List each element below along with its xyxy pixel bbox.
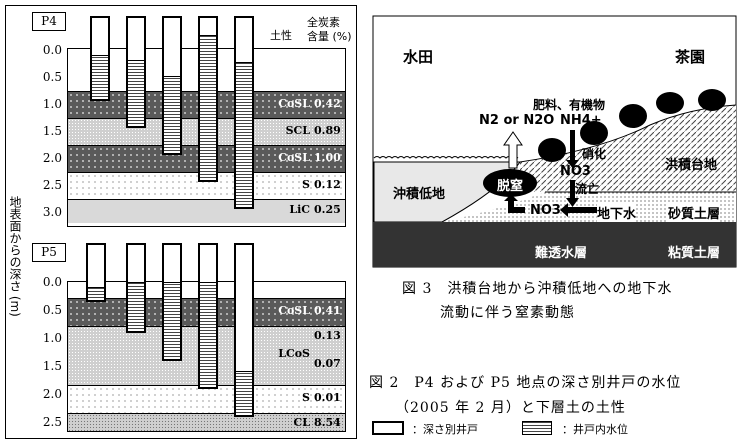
carbon-value: 0.89 [314,123,341,137]
carbon-value: 1.00 [314,150,341,164]
volatilization-arrow-icon [503,131,523,169]
carbon-header-1: 全炭素 [307,16,340,29]
label-paddy: 水田 [403,48,434,66]
y-axis-label: 地表面からの深さ (m) [8,196,22,317]
label-groundwater: 地下水 [597,203,637,222]
label-sand: 砂質土層 [668,203,721,222]
texture-header: 土性 [270,29,292,42]
legend-water-swatch [522,421,552,435]
soil-texture-label: CL [293,415,311,429]
y-tick-label: 0.0 [42,275,62,289]
observation-well [162,243,182,362]
well-water-level [128,59,144,126]
figure3-diagram [372,15,737,268]
carbon-header-2: 含量 (%) [307,30,352,43]
observation-well [198,243,218,390]
soil-texture-label: S [302,390,310,404]
panel-tag: P4 [32,12,66,31]
observation-well [162,16,182,155]
well-water-level [200,35,216,180]
observation-well [198,16,218,182]
y-tick-label: 1.5 [42,359,62,373]
carbon-value: 0.13 [314,329,341,342]
carbon-value: 0.01 [314,390,341,404]
label-nh4: NH4+ [560,113,602,128]
leaching-arrow-icon [566,180,579,207]
carbon-value: 0.41 [314,303,341,317]
label-denitrification: 脱窒 [497,179,524,194]
label-n2: N2 or N2O [479,113,555,128]
well-water-level [236,62,252,207]
water-surface [373,156,519,159]
soil-texture-label: SCL [285,123,310,137]
well-water-level [164,281,180,360]
carbon-value: 8.54 [314,415,341,429]
well-water-level [236,371,252,416]
y-tick-label: 1.0 [42,331,62,345]
label-lowland: 沖積低地 [393,187,446,202]
y-tick-label: 2.0 [42,387,62,401]
no3-return-arrow-icon [504,194,525,213]
observation-well [234,16,254,209]
label-terrace: 洪積台地 [665,158,718,173]
well-water-level [200,281,216,388]
label-tea: 茶園 [675,48,706,66]
soil-texture-label: CoSL [278,150,310,164]
y-tick-label: 0.5 [42,303,62,317]
label-no3_b: NO3 [530,203,561,218]
y-tick-label: 2.0 [42,151,62,165]
label-fertilizer: 肥料、有機物 [533,98,606,112]
well-water-level [164,75,180,153]
terrace-region [520,105,736,192]
label-nitrification: 硝化 [582,147,607,161]
well-water-level [88,287,104,301]
soil-texture-label: LCoS [278,347,310,361]
figure2-caption-1: 図 2 P4 および P5 地点の深さ別井戸の水位 [369,375,682,391]
figure3-caption-1: 図 3 洪積台地から沖積低地への地下水 [402,281,673,297]
observation-well [90,16,110,101]
soil-texture-label: S [302,177,310,191]
aquitard-layer [373,222,736,267]
tea-bush-icons [538,89,726,162]
soil-texture-label: CoSL [278,96,310,110]
observation-well [126,243,146,334]
soil-texture-label: CoSL [278,303,310,317]
nitrification-arrow-icon [566,130,579,168]
groundwater-arrow-icon [560,203,598,217]
well-water-level [128,281,144,332]
panel-tag: P5 [32,243,66,262]
carbon-value: 0.42 [314,96,341,110]
figure3-caption-2: 流動に伴う窒素動態 [440,305,575,321]
y-tick-label: 0.5 [42,70,62,84]
figure2-caption-2: （2005 年 2 月）と下層土の土性 [395,400,626,416]
y-tick-label: 1.0 [42,97,62,111]
carbon-value: 0.12 [314,177,341,191]
soil-layer [68,384,345,413]
y-tick-label: 2.5 [42,178,62,192]
observation-well [234,243,254,418]
legend-well-swatch [372,421,404,435]
denitrification-ellipse [483,169,537,197]
y-tick-label: 3.0 [42,205,62,219]
lowland-region [373,161,521,223]
carbon-value: 0.25 [314,203,341,217]
y-tick-label: 0.0 [42,43,62,57]
legend-water-label: ：井戸内水位 [562,423,628,436]
soil-layer [68,412,345,431]
carbon-value: 0.07 [314,357,341,370]
label-aquitard: 難透水層 [535,246,588,261]
label-no3_a: NO3 [560,164,591,179]
label-clay: 粘質土層 [668,246,721,261]
soil-layer [68,199,345,224]
y-tick-label: 2.5 [42,415,62,429]
legend-well-label: ：深さ別井戸 [412,423,478,436]
observation-well [126,16,146,128]
soil-texture-label: LiC [289,203,310,217]
observation-well [86,243,106,303]
well-water-level [92,55,108,99]
figure2-frame [5,5,357,439]
label-leaching: 流亡 [575,182,600,196]
y-tick-label: 1.5 [42,124,62,138]
